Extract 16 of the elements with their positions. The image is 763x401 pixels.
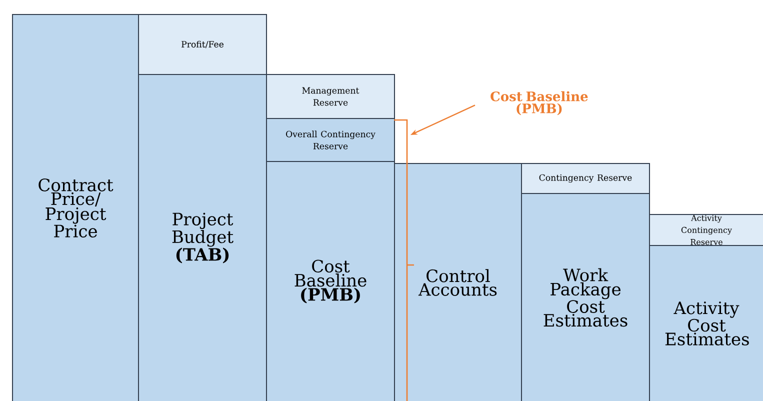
cost-column: Contract Price/ Project Price	[12, 14, 139, 401]
cost-column: Control Accounts	[394, 163, 522, 401]
node-label: Control Accounts	[418, 269, 497, 296]
node-label: Contract Price/ Project Price	[38, 178, 114, 238]
cost-column: Project Budget (TAB)	[138, 74, 267, 401]
reserve-box: Activity Contingency Reserve	[649, 214, 763, 246]
reserve-box: Management Reserve	[266, 74, 395, 119]
reserve-box: Profit/Fee	[138, 14, 267, 75]
bracket	[393, 119, 415, 401]
cost-column: Activity Cost Estimates	[649, 244, 763, 401]
node-label: Project Budget (TAB)	[172, 212, 234, 264]
callout-label: Cost Baseline (PMB)	[490, 91, 588, 116]
reserve-box: Overall Contingency Reserve	[266, 118, 395, 162]
cost-column: Work Package Cost Estimates	[521, 193, 650, 401]
node-label: Activity Cost Estimates	[665, 302, 749, 346]
reserve-box: Contingency Reserve	[521, 163, 650, 194]
